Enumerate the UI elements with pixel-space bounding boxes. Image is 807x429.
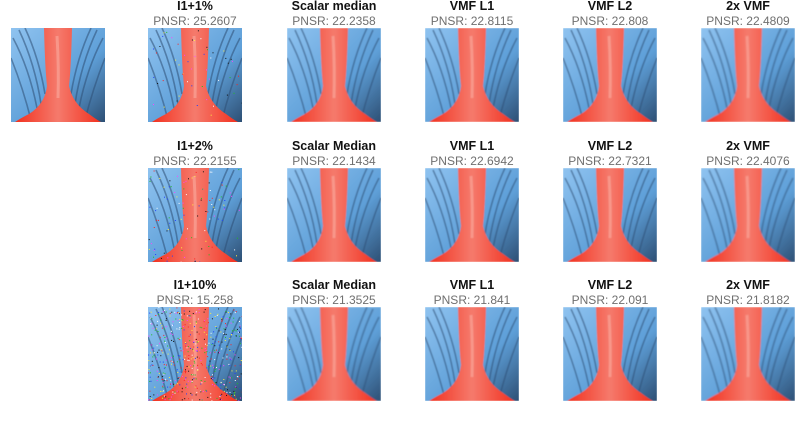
filtered-bird-image — [701, 307, 795, 401]
panel-caption: I1+10%PNSR: 15.258 — [125, 278, 265, 307]
panel-title: 2x VMF — [726, 0, 770, 13]
panel-psnr: PNSR: 22.091 — [571, 293, 649, 307]
result-image-tile — [563, 307, 657, 401]
result-image-tile — [701, 307, 795, 401]
filtered-bird-image — [701, 168, 795, 262]
panel-title: I1+10% — [173, 278, 217, 292]
result-image-tile — [425, 307, 519, 401]
original-image-tile — [11, 28, 105, 122]
panel-psnr: PNSR: 21.8182 — [706, 293, 790, 307]
filtered-bird-image — [148, 307, 242, 401]
filtered-bird-image — [701, 28, 795, 122]
panel-title: I1+2% — [177, 139, 213, 153]
panel-psnr: PNSR: 21.3525 — [292, 293, 376, 307]
filtered-bird-image — [148, 168, 242, 262]
result-image-tile — [287, 28, 381, 122]
filtered-bird-image — [148, 28, 242, 122]
result-image-tile — [287, 307, 381, 401]
result-image-tile — [425, 28, 519, 122]
result-image-tile — [148, 307, 242, 401]
filtered-bird-image — [425, 168, 519, 262]
filtered-bird-image — [425, 28, 519, 122]
panel-psnr: PNSR: 22.6942 — [430, 154, 514, 168]
panel-title: Scalar median — [291, 0, 377, 13]
panel-caption: I1+2%PNSR: 22.2155 — [125, 139, 265, 168]
panel-psnr: PNSR: 22.7321 — [568, 154, 652, 168]
filtered-bird-image — [563, 28, 657, 122]
panel-caption: I1+1%PNSR: 25.2607 — [125, 0, 265, 28]
result-image-tile — [425, 168, 519, 262]
panel-title: 2x VMF — [726, 278, 770, 292]
panel-title: VMF L2 — [587, 0, 633, 13]
panel-title: Scalar Median — [291, 278, 377, 292]
panel-psnr: PNSR: 22.8115 — [430, 14, 514, 28]
panel-psnr: PNSR: 22.4076 — [706, 154, 790, 168]
result-image-tile — [148, 168, 242, 262]
panel-psnr: PNSR: 21.841 — [433, 293, 511, 307]
filtered-bird-image — [287, 307, 381, 401]
panel-psnr: PNSR: 22.808 — [571, 14, 649, 28]
panel-title: VMF L1 — [449, 139, 495, 153]
panel-psnr: PNSR: 22.4809 — [706, 14, 790, 28]
panel-title: 2x VMF — [726, 139, 770, 153]
panel-title: VMF L1 — [449, 278, 495, 292]
panel-title: VMF L1 — [449, 0, 495, 13]
filtered-bird-image — [563, 168, 657, 262]
original-bird-image — [11, 28, 105, 122]
result-image-tile — [563, 168, 657, 262]
panel-psnr: PNSR: 22.2155 — [153, 154, 237, 168]
filtered-bird-image — [563, 307, 657, 401]
panel-psnr: PNSR: 22.1434 — [292, 154, 376, 168]
panel-title: I1+1% — [177, 0, 213, 13]
panel-title: VMF L2 — [587, 139, 633, 153]
panel-psnr: PNSR: 15.258 — [156, 293, 234, 307]
result-image-tile — [701, 168, 795, 262]
filtered-bird-image — [287, 168, 381, 262]
filtered-bird-image — [425, 307, 519, 401]
panel-title: Scalar Median — [291, 139, 377, 153]
filtered-bird-image — [287, 28, 381, 122]
result-image-tile — [563, 28, 657, 122]
result-image-tile — [701, 28, 795, 122]
panel-title: VMF L2 — [587, 278, 633, 292]
result-image-tile — [148, 28, 242, 122]
panel-psnr: PNSR: 22.2358 — [292, 14, 376, 28]
result-image-tile — [287, 168, 381, 262]
panel-psnr: PNSR: 25.2607 — [153, 14, 237, 28]
